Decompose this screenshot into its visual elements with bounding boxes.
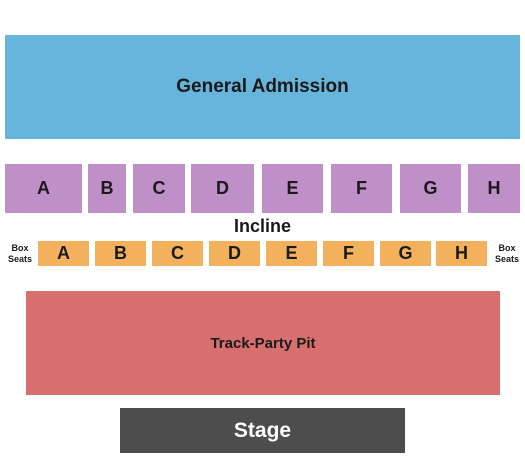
section-incline-c[interactable]: C — [152, 241, 203, 266]
section-incline-e[interactable]: E — [266, 241, 317, 266]
section-upper-b-label: B — [100, 178, 114, 198]
section-upper-e[interactable]: E — [262, 164, 323, 213]
section-incline-d[interactable]: D — [209, 241, 260, 266]
box-seats-right-line1: Box — [498, 243, 516, 253]
section-upper-f-label: F — [356, 178, 367, 198]
section-incline-f[interactable]: F — [323, 241, 374, 266]
section-upper-f[interactable]: F — [331, 164, 392, 213]
stage-label: Stage — [233, 418, 292, 442]
section-incline-b[interactable]: B — [95, 241, 146, 266]
section-incline-h[interactable]: H — [436, 241, 487, 266]
box-seats-left-line1: Box — [11, 243, 29, 253]
box-seats-right[interactable]: Box Seats — [489, 240, 525, 268]
section-incline-g-label: G — [398, 243, 413, 263]
section-upper-g[interactable]: G — [400, 164, 461, 213]
section-upper-a[interactable]: A — [5, 164, 82, 213]
incline-label: Incline — [233, 215, 291, 236]
section-upper-b[interactable]: B — [88, 164, 126, 213]
box-seats-left-line2: Seats — [7, 254, 33, 264]
general-admission-label: General Admission — [176, 76, 349, 97]
section-incline-c-label: C — [171, 243, 184, 263]
stage: Stage — [120, 408, 405, 453]
box-seats-left[interactable]: Box Seats — [2, 240, 38, 268]
general-admission-section[interactable]: General Admission — [5, 35, 520, 139]
section-upper-d-label: D — [216, 178, 229, 198]
section-incline-d-label: D — [228, 243, 241, 263]
section-incline-e-label: E — [285, 243, 298, 263]
section-upper-d[interactable]: D — [191, 164, 254, 213]
section-incline-b-label: B — [114, 243, 127, 263]
section-incline-a[interactable]: A — [38, 241, 89, 266]
section-upper-c[interactable]: C — [133, 164, 185, 213]
section-incline-g[interactable]: G — [380, 241, 431, 266]
section-incline-a-label: A — [57, 243, 70, 263]
box-seats-right-line2: Seats — [494, 254, 520, 264]
section-upper-h[interactable]: H — [468, 164, 520, 213]
section-upper-e-label: E — [286, 178, 299, 198]
section-upper-a-label: A — [37, 178, 50, 198]
section-upper-h-label: H — [487, 178, 501, 198]
section-upper-g-label: G — [423, 178, 438, 198]
track-party-pit-label: Track-Party Pit — [210, 334, 316, 352]
track-party-pit-section[interactable]: Track-Party Pit — [26, 291, 500, 395]
section-incline-f-label: F — [343, 243, 354, 263]
section-incline-h-label: H — [455, 243, 468, 263]
section-upper-c-label: C — [152, 178, 166, 198]
